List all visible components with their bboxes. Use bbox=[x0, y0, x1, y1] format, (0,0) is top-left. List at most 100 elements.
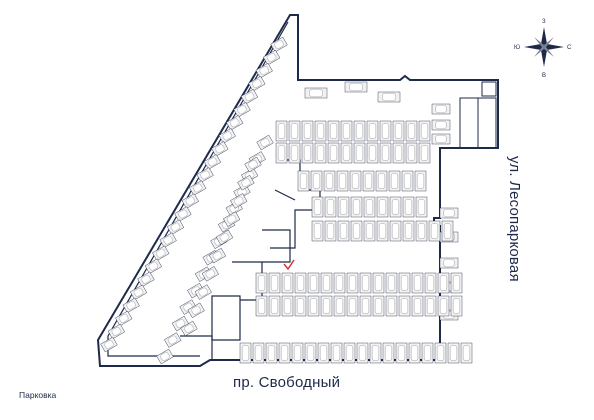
parking-spot bbox=[363, 196, 376, 218]
parking-spot bbox=[389, 220, 402, 242]
parking-spot bbox=[240, 89, 259, 105]
parking-spot bbox=[415, 196, 428, 218]
parking-spot bbox=[301, 120, 314, 142]
parking-spot bbox=[263, 49, 281, 66]
parking-spot bbox=[389, 196, 402, 218]
parking-spot bbox=[350, 220, 363, 242]
parking-spot bbox=[144, 258, 162, 274]
parking-spot bbox=[377, 91, 401, 103]
checkmark-icon bbox=[283, 259, 295, 271]
parking-spot bbox=[359, 295, 372, 317]
parking-spot bbox=[369, 342, 382, 364]
parking-spot bbox=[343, 342, 356, 364]
parking-spot bbox=[330, 342, 343, 364]
parking-spot bbox=[411, 272, 424, 294]
parking-spot bbox=[402, 196, 415, 218]
parking-spot bbox=[398, 272, 411, 294]
parking-spot bbox=[411, 295, 424, 317]
parking-spot bbox=[129, 284, 148, 300]
parking-spot bbox=[366, 120, 379, 142]
parking-spot bbox=[208, 247, 227, 264]
compass-south-label: В bbox=[542, 73, 546, 79]
parking-spot bbox=[382, 342, 395, 364]
parking-spot bbox=[346, 272, 359, 294]
parking-spot bbox=[288, 142, 301, 164]
parking-spot bbox=[248, 75, 266, 92]
parking-spots bbox=[100, 36, 473, 365]
parking-spot bbox=[268, 295, 281, 317]
parking-spot bbox=[252, 342, 265, 364]
parking-spot bbox=[226, 115, 244, 131]
parking-spot bbox=[275, 142, 288, 164]
street-label-right: ул. Лесопарковая bbox=[506, 156, 523, 282]
parking-spot bbox=[180, 320, 198, 337]
parking-spot bbox=[359, 272, 372, 294]
parking-spot bbox=[268, 272, 281, 294]
parking-spot bbox=[362, 170, 375, 192]
parking-spot bbox=[376, 220, 389, 242]
parking-spot bbox=[233, 102, 251, 118]
parking-spot bbox=[244, 156, 262, 173]
parking-spot bbox=[375, 170, 388, 192]
parking-spot bbox=[164, 332, 182, 348]
parking-spot bbox=[297, 170, 310, 192]
parking-spot bbox=[294, 272, 307, 294]
parking-spot bbox=[424, 272, 437, 294]
parking-spot bbox=[431, 119, 451, 131]
parking-spot bbox=[311, 220, 324, 242]
parking-spot bbox=[447, 342, 460, 364]
parking-spot bbox=[450, 272, 463, 294]
parking-spot bbox=[314, 142, 327, 164]
parking-spot bbox=[233, 184, 251, 200]
parking-spot bbox=[278, 342, 291, 364]
parking-spot bbox=[275, 120, 288, 142]
compass-east-label: С bbox=[567, 45, 572, 51]
parking-spot bbox=[350, 196, 363, 218]
parking-spot bbox=[281, 295, 294, 317]
parking-spot bbox=[201, 266, 219, 282]
parking-spot bbox=[441, 220, 454, 242]
parking-spot bbox=[218, 128, 236, 144]
map-caption: Парковка bbox=[19, 390, 57, 400]
parking-spot bbox=[385, 295, 398, 317]
parking-spot bbox=[421, 342, 434, 364]
parking-spot bbox=[281, 272, 294, 294]
parking-spot bbox=[215, 229, 234, 246]
parking-spot bbox=[314, 120, 327, 142]
parking-spot bbox=[431, 133, 451, 145]
parking-spot bbox=[156, 348, 174, 365]
parking-spot bbox=[187, 302, 205, 318]
parking-spot bbox=[324, 220, 337, 242]
parking-spot bbox=[353, 142, 366, 164]
parking-spot bbox=[333, 272, 346, 294]
parking-spot bbox=[439, 207, 459, 219]
parking-spot bbox=[434, 342, 447, 364]
parking-spot bbox=[174, 206, 192, 222]
parking-spot bbox=[115, 310, 133, 327]
parking-spot bbox=[237, 175, 255, 191]
parking-spot bbox=[100, 336, 118, 353]
parking-spot bbox=[294, 295, 307, 317]
parking-spot bbox=[437, 295, 450, 317]
parking-spot bbox=[320, 295, 333, 317]
parking-spot bbox=[320, 272, 333, 294]
parking-spot bbox=[363, 220, 376, 242]
parking-spot bbox=[392, 120, 405, 142]
core-walls bbox=[180, 159, 321, 360]
parking-spot bbox=[137, 271, 155, 287]
parking-spot bbox=[181, 193, 199, 209]
parking-spot bbox=[376, 196, 389, 218]
parking-spot bbox=[189, 180, 207, 196]
parking-spot bbox=[122, 297, 140, 314]
parking-spot bbox=[428, 220, 441, 242]
parking-spot bbox=[395, 342, 408, 364]
parking-spot bbox=[349, 170, 362, 192]
parking-spot bbox=[255, 272, 268, 294]
parking-spot bbox=[372, 295, 385, 317]
parking-spot bbox=[402, 220, 415, 242]
parking-spot bbox=[107, 323, 125, 340]
parking-spot bbox=[431, 103, 451, 115]
parking-spot bbox=[418, 120, 431, 142]
parking-spot bbox=[196, 167, 214, 183]
